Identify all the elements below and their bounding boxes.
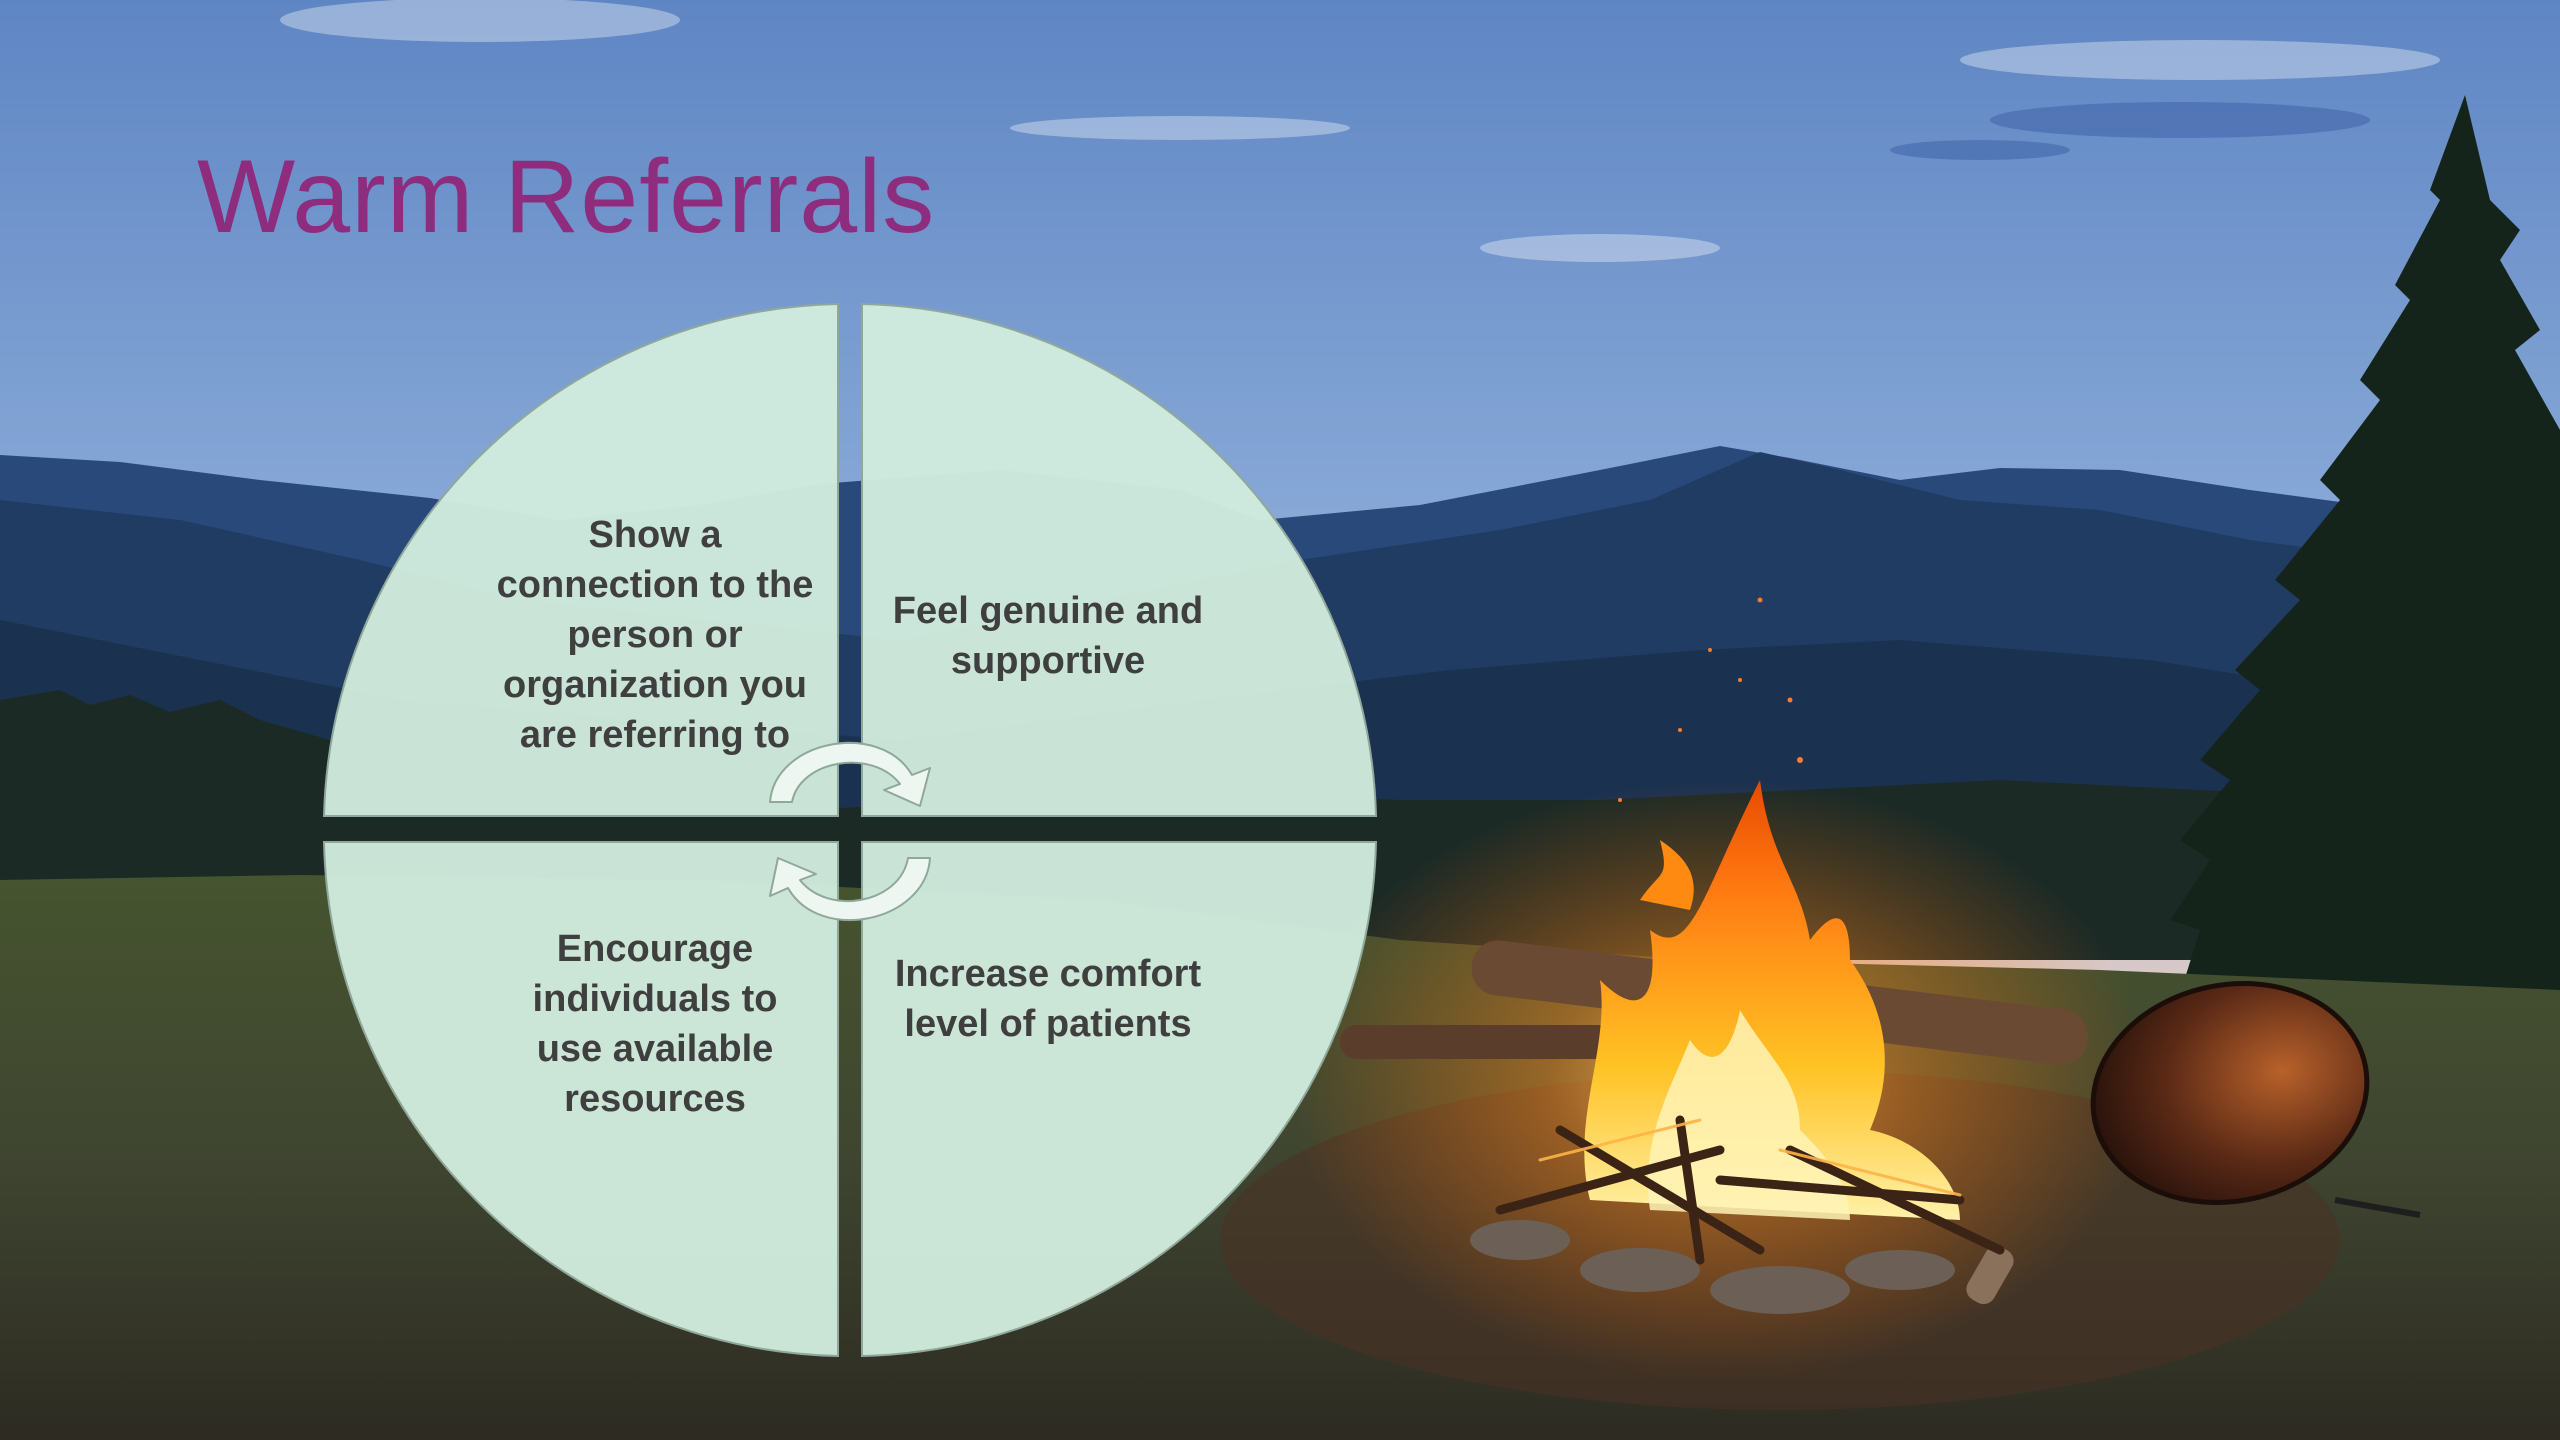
quadrant-bottom-right-text: Increase comfort level of patients xyxy=(894,953,1202,1045)
quadrant-bottom-left xyxy=(322,841,839,1358)
cycle-arrows-icon xyxy=(769,742,931,921)
quadrant-top-left-text: Show a connection to the person or organ… xyxy=(496,514,814,756)
quadrant-top-right-text: Feel genuine and supportive xyxy=(892,590,1204,682)
quadrant-top-right xyxy=(861,302,1378,817)
quadrant-bottom-left-text: Encourage individuals to use available r… xyxy=(532,928,778,1120)
slide-title: Warm Referrals xyxy=(197,139,936,255)
quadrant-top-left xyxy=(322,302,839,817)
cycle-diagram xyxy=(322,302,1378,1358)
quadrant-bottom-right xyxy=(861,841,1378,1358)
